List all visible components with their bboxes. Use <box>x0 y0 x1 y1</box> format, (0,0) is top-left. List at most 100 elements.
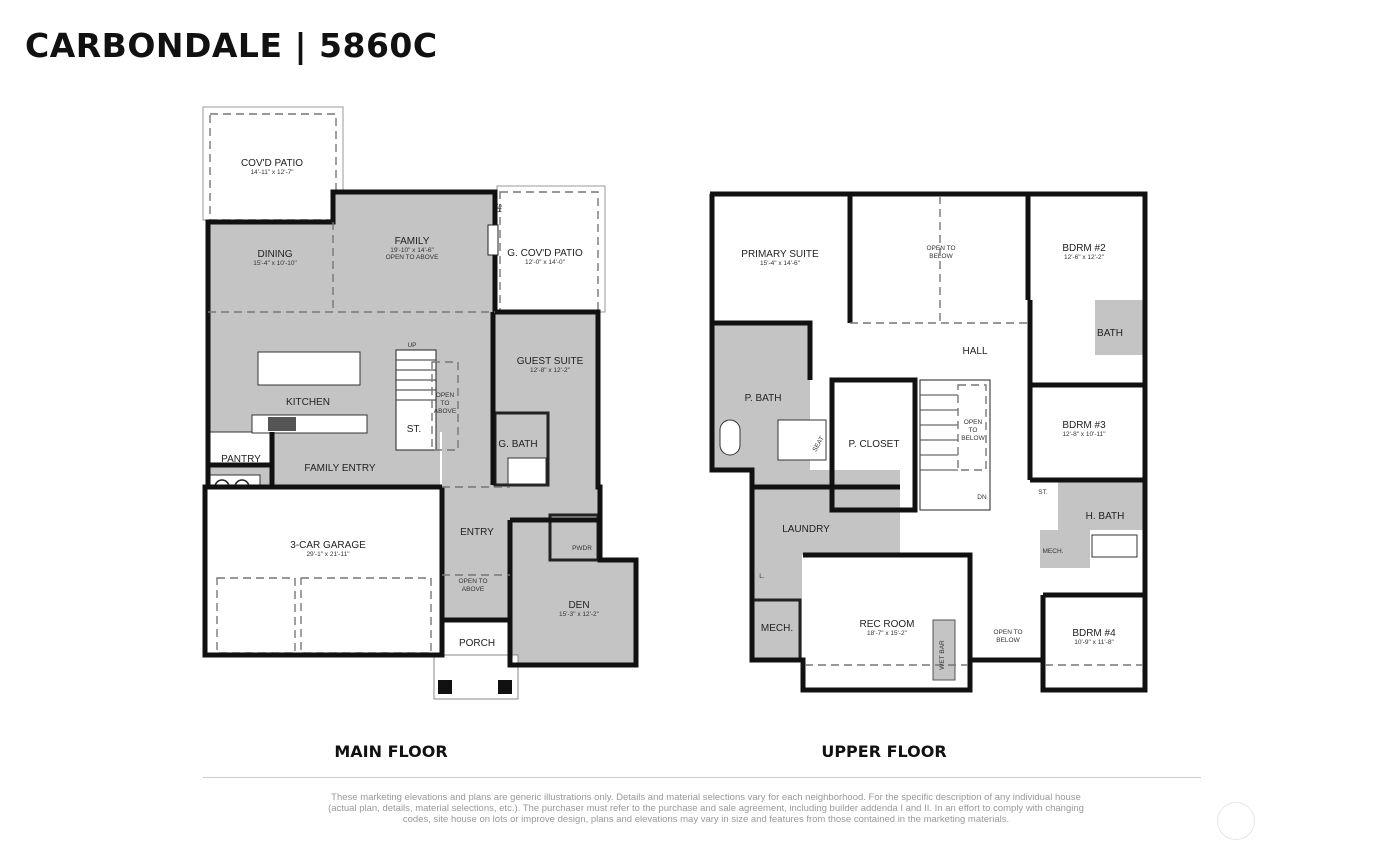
room-label-wet-bar: WET BAR <box>939 640 946 670</box>
stairs-up-label: UP <box>407 342 416 349</box>
upper-floor-plan: PRIMARY SUITE 15'-4" x 14'-6" OPEN TO BE… <box>709 191 1148 761</box>
room-label-linen: L. <box>759 573 765 580</box>
bath-area <box>1095 300 1145 355</box>
plan-title: CARBONDALE | 5860C <box>25 26 438 65</box>
room-dims-rec-room: 18'-7" x 15'-2" <box>867 630 908 637</box>
open-below-stair-dash <box>957 384 987 471</box>
room-label-den: DEN <box>568 600 589 611</box>
g-covd-patio-area <box>496 185 606 313</box>
room-label-g-covd-patio: G. COV'D PATIO <box>507 248 583 259</box>
porch-column <box>438 680 452 694</box>
room-label-entry: ENTRY <box>460 527 494 538</box>
room-label-g-bath: G. BATH <box>498 439 537 450</box>
footer-divider <box>203 777 1201 778</box>
main-floor-plan: COV'D PATIO 14'-11" x 12'-7" DINING 15'-… <box>202 106 639 761</box>
room-dims-g-covd-patio: 12'-0" x 14'-0" <box>525 259 566 266</box>
open-below-entry-line2: BELOW <box>996 637 1020 644</box>
covd-patio-area <box>202 106 344 221</box>
open-below-entry-line1: OPEN TO <box>993 629 1022 636</box>
room-dims-dining: 15'-4" x 10'-10" <box>253 260 297 267</box>
room-dims-guest-suite: 12'-8" x 12'-2" <box>530 367 571 374</box>
open-below-stair-line2: TO <box>969 427 978 434</box>
disclaimer: These marketing elevations and plans are… <box>200 792 1212 825</box>
upper-stairs <box>919 379 991 511</box>
room-label-storage: ST. <box>407 424 421 435</box>
open-above-entry-line2: ABOVE <box>462 586 485 593</box>
shower-icon <box>507 457 547 485</box>
room-label-laundry: LAUNDRY <box>782 524 830 535</box>
room-label-garage: 3-CAR GARAGE <box>290 540 366 551</box>
room-label-kitchen: KITCHEN <box>286 397 330 408</box>
room-dims-family: 19'-10" x 14'-6" <box>390 247 434 254</box>
room-label-bdrm2: BDRM #2 <box>1062 243 1106 254</box>
room-label-rec-room: REC ROOM <box>860 619 915 630</box>
upper-floor-label: UPPER FLOOR <box>821 742 946 761</box>
main-floor-label: MAIN FLOOR <box>334 742 447 761</box>
cooktop-icon <box>268 417 296 431</box>
disclaimer-line: These marketing elevations and plans are… <box>331 792 1081 803</box>
room-label-covd-patio: COV'D PATIO <box>241 158 303 169</box>
upper-exterior-walls <box>709 191 1148 693</box>
family-area <box>333 192 495 312</box>
bathtub-oval-icon <box>719 419 741 456</box>
room-dims-primary-suite: 15'-4" x 14'-6" <box>760 260 801 267</box>
h-bath-area <box>1058 480 1145 530</box>
mech-area <box>750 598 802 662</box>
room-label-pwdr: PWDR <box>572 545 592 552</box>
open-below-stair-line1: OPEN <box>964 419 983 426</box>
garage-door-single <box>216 577 296 654</box>
covd-patio-dash <box>209 113 337 221</box>
room-label-guest-suite: GUEST SUITE <box>517 356 584 367</box>
open-above-entry-line1: OPEN TO <box>458 578 487 585</box>
room-label-pantry: PANTRY <box>221 454 261 465</box>
upper-interior-walls <box>712 194 1145 690</box>
garage-area <box>205 487 442 655</box>
disclaimer-line: (actual plan, details, material selectio… <box>328 803 1084 814</box>
room-dims-bdrm4: 10'-9" x 11'-8" <box>1074 639 1114 646</box>
room-label-storage-upper: ST. <box>1038 489 1048 496</box>
shower-icon <box>777 419 827 461</box>
porch-column <box>498 680 512 694</box>
kitchen-island <box>257 351 361 386</box>
room-label-family-entry: FAMILY ENTRY <box>304 463 375 474</box>
room-label-h-bath: H. BATH <box>1086 511 1125 522</box>
room-label-sh: SH <box>495 203 502 212</box>
open-above-line2: TO <box>441 400 450 407</box>
room-label-porch: PORCH <box>459 638 495 649</box>
open-below-stair-line3: BELOW <box>961 435 985 442</box>
open-below-family-line1: OPEN TO <box>926 245 955 252</box>
main-exterior-walls <box>202 189 639 668</box>
room-label-dining: DINING <box>258 249 293 260</box>
room-dims-bdrm2: 12'-6" x 12'-2" <box>1064 254 1105 261</box>
room-note-family: OPEN TO ABOVE <box>386 254 440 261</box>
open-below-family-line2: BELOW <box>929 253 953 260</box>
fireplace-icon <box>487 224 499 256</box>
open-above-line3: ABOVE <box>434 408 457 415</box>
pantry-area <box>207 431 273 466</box>
room-label-family: FAMILY <box>395 236 430 247</box>
room-label-bdrm4: BDRM #4 <box>1072 628 1116 639</box>
main-interior-walls <box>205 312 598 620</box>
den-area <box>510 560 636 665</box>
room-label-bath: BATH <box>1097 328 1123 339</box>
room-dims-covd-patio: 14'-11" x 12'-7" <box>250 169 294 176</box>
open-to-above-stair-dash <box>431 361 459 451</box>
disclaimer-line: codes, site house on lots or improve des… <box>402 814 1010 825</box>
room-label-mech: MECH. <box>761 623 793 634</box>
room-label-bdrm3: BDRM #3 <box>1062 420 1106 431</box>
room-label-hall: HALL <box>962 346 987 357</box>
open-above-line1: OPEN <box>436 392 455 399</box>
bathtub-icon <box>1091 534 1138 558</box>
room-label-mech-upper: MECH. <box>1043 548 1064 555</box>
room-dims-bdrm3: 12'-8" x 10'-11" <box>1062 431 1106 438</box>
room-label-primary-suite: PRIMARY SUITE <box>741 249 819 260</box>
room-dims-garage: 29'-1" x 21'-11" <box>306 551 350 558</box>
stairs-dn-label: DN <box>977 494 987 501</box>
room-dims-den: 15'-3" x 12'-2" <box>559 611 600 618</box>
mech-upper-area <box>1040 530 1090 568</box>
watermark-circle <box>1217 802 1255 840</box>
dining-area <box>208 222 333 312</box>
room-label-p-bath: P. BATH <box>745 393 782 404</box>
room-label-p-closet: P. CLOSET <box>849 439 900 450</box>
